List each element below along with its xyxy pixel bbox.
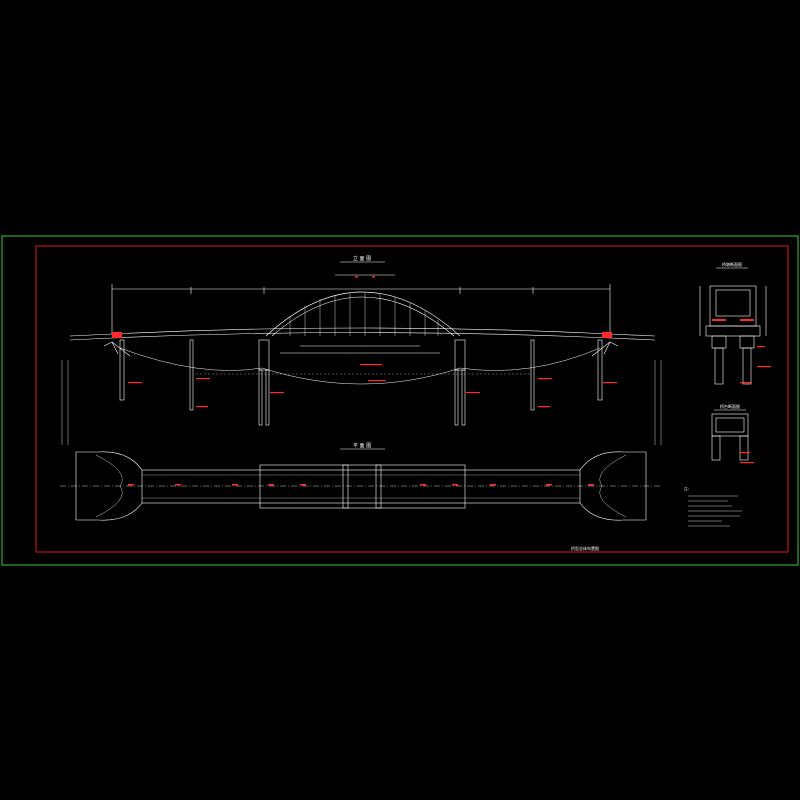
arch-rib-inner	[271, 296, 455, 337]
notes-block: 注：	[684, 486, 742, 527]
plan-arch-span	[259, 464, 466, 509]
left-abutment	[103, 341, 131, 357]
plan-left-abutment	[75, 451, 143, 521]
pier-section-title: 桥墩断面图	[722, 261, 742, 267]
outer-frame	[1, 235, 799, 566]
plan-view: 平 面 图	[60, 443, 660, 521]
elevation-annotations	[112, 276, 617, 408]
plan-title: 平 面 图	[353, 443, 371, 449]
ground-profile	[119, 347, 601, 385]
arch-rib-outer	[265, 291, 461, 337]
abutment-section-title: 桥台断面图	[720, 403, 740, 409]
elevation-view: 立 面 图	[61, 255, 662, 445]
borehole-logs	[61, 360, 662, 445]
bridge-deck	[69, 327, 656, 337]
plan-right-abutment	[579, 451, 647, 521]
right-abutment	[591, 341, 619, 357]
pier-columns	[119, 339, 603, 426]
pier-section-view: 桥墩断面图	[699, 261, 767, 385]
drawing-title: 桥型总体布置图	[571, 545, 599, 551]
plan-annotations	[128, 484, 594, 486]
section-annotations	[712, 319, 771, 464]
arch-hangers	[289, 293, 439, 336]
abutment-section-view: 桥台断面图	[711, 403, 749, 461]
plan-deck	[141, 469, 581, 504]
inner-frame	[35, 245, 789, 553]
notes-heading: 注：	[684, 486, 691, 491]
elevation-title: 立 面 图	[353, 255, 371, 262]
